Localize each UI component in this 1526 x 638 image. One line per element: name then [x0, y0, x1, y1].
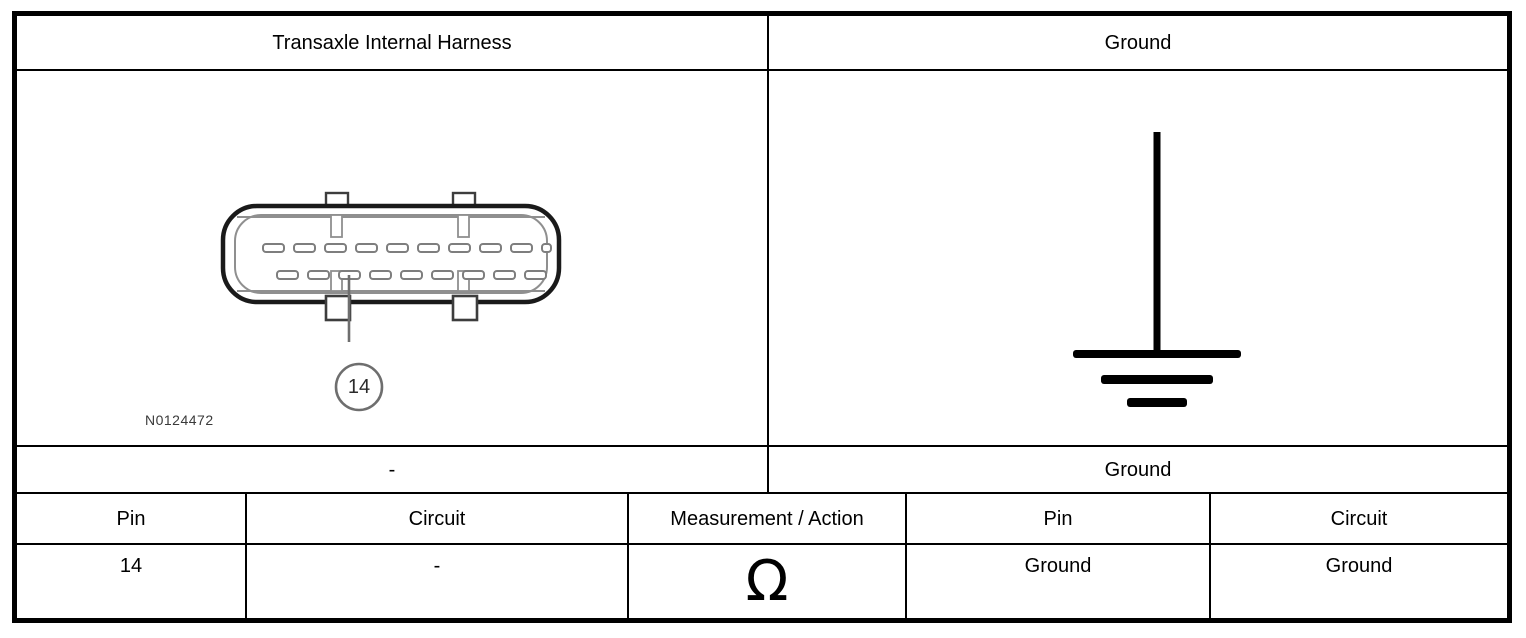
cell-measurement-ohm: Ω	[745, 548, 789, 614]
cell-pin-left: 14	[119, 555, 143, 577]
rule-col-measure-pin	[905, 492, 907, 618]
connector-illustration	[213, 184, 573, 344]
connector-tab-bottom-right	[451, 294, 479, 322]
column-header-pin-left: Pin	[116, 507, 146, 530]
connector-tab-bottom-left	[324, 294, 352, 322]
rule-subheader-bottom	[17, 492, 1507, 494]
connector-pin-row-bottom	[276, 270, 547, 280]
ground-symbol	[1057, 126, 1257, 416]
rule-main-split	[767, 16, 769, 492]
diagram-frame: Transaxle Internal Harness Ground	[12, 11, 1512, 623]
rule-col-pin-circuit	[245, 492, 247, 618]
subheader-left: -	[388, 458, 396, 481]
connector-pin-row-top	[262, 243, 552, 253]
header-left: Transaxle Internal Harness	[272, 31, 512, 54]
rule-header-bottom	[17, 69, 1507, 71]
rule-col-circuit-measure	[627, 492, 629, 618]
column-header-measurement: Measurement / Action	[670, 507, 864, 530]
column-header-circuit-left: Circuit	[408, 507, 466, 530]
header-right: Ground	[1104, 31, 1172, 54]
column-header-circuit-right: Circuit	[1330, 507, 1388, 530]
connector-part-number: N0124472	[145, 412, 214, 428]
rule-colheader-bottom	[17, 543, 1507, 545]
subheader-right: Ground	[1104, 458, 1172, 481]
cell-circuit-right: Ground	[1325, 555, 1393, 577]
rule-diagram-bottom	[17, 445, 1507, 447]
column-header-pin-right: Pin	[1043, 507, 1073, 530]
cell-pin-right: Ground	[1024, 555, 1092, 577]
callout-pin-14: 14	[332, 360, 386, 414]
rule-col-pin-circuit-right	[1209, 492, 1211, 618]
cell-circuit-left: -	[433, 555, 441, 577]
callout-pin-label: 14	[347, 375, 371, 398]
